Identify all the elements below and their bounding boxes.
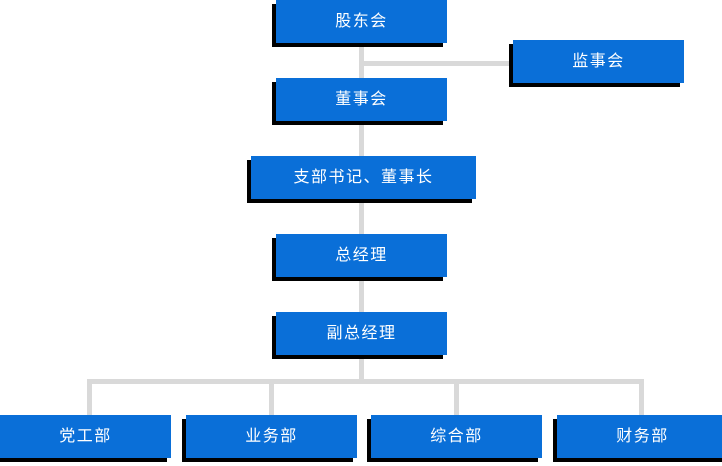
connector-drop-finance-dept (639, 379, 644, 416)
node-label-shareholders: 股东会 (335, 12, 388, 30)
connector-departments-bus (87, 379, 644, 384)
node-supervisors[interactable]: 监事会 (513, 40, 684, 83)
node-general-manager[interactable]: 总经理 (276, 234, 447, 277)
node-label-party-dept: 党工部 (59, 427, 112, 445)
connector-secretary-gm (359, 198, 364, 240)
connector-shareholders-supervisors (359, 61, 515, 66)
node-label-board: 董事会 (335, 90, 388, 108)
connector-gm-deputy (359, 276, 364, 318)
connector-drop-party-dept (87, 379, 92, 416)
node-shareholders[interactable]: 股东会 (276, 0, 447, 43)
node-label-finance-dept: 财务部 (616, 427, 669, 445)
node-label-general-dept: 综合部 (430, 427, 483, 445)
connector-deputy-bus-stub (359, 354, 364, 383)
node-label-general-manager: 总经理 (335, 246, 388, 264)
node-finance-dept[interactable]: 财务部 (557, 415, 722, 458)
node-party-dept[interactable]: 党工部 (0, 415, 171, 458)
node-deputy-general-manager[interactable]: 副总经理 (276, 312, 447, 355)
node-board[interactable]: 董事会 (276, 78, 447, 121)
connector-board-secretary (359, 120, 364, 162)
node-business-dept[interactable]: 业务部 (186, 415, 357, 458)
node-label-secretary-chair: 支部书记、董事长 (293, 168, 434, 186)
node-label-supervisors: 监事会 (572, 52, 625, 70)
node-label-business-dept: 业务部 (245, 427, 298, 445)
connector-drop-general-dept (454, 379, 459, 416)
node-label-deputy-general-manager: 副总经理 (326, 324, 397, 342)
node-secretary-chair[interactable]: 支部书记、董事长 (251, 156, 476, 199)
connector-drop-business-dept (269, 379, 274, 416)
node-general-dept[interactable]: 综合部 (371, 415, 542, 458)
